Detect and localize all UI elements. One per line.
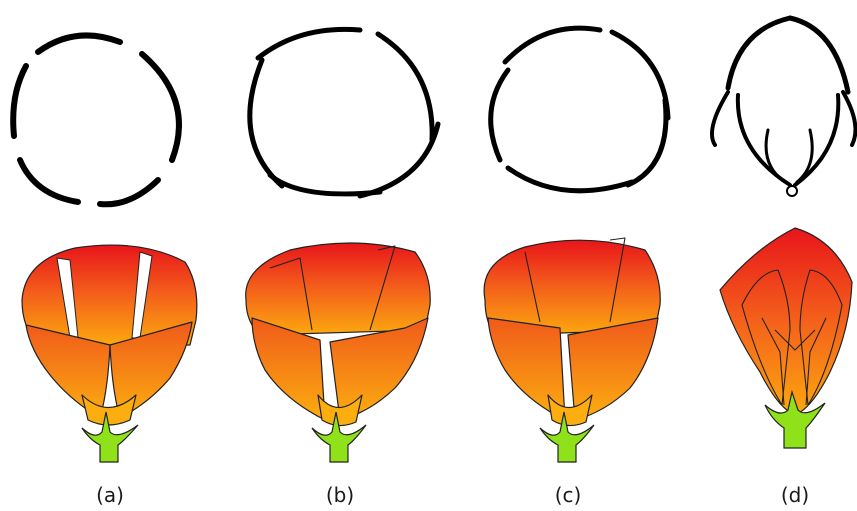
floral-diagram-a: [10, 32, 182, 208]
panel-d: [710, 15, 857, 449]
petal-edge: [524, 251, 541, 323]
petal-arc: [267, 172, 383, 197]
petal-arc: [35, 32, 123, 55]
petal-arc: [375, 31, 435, 143]
petal-edge: [369, 245, 396, 331]
petal-arc: [139, 51, 182, 163]
panel-a: [10, 32, 198, 463]
petal-wing-left: [741, 269, 791, 406]
sepal-calyx: [311, 411, 367, 463]
petal-keel-edge: [774, 329, 816, 351]
flower-c: [483, 237, 661, 463]
sepal-calyx: [764, 389, 826, 449]
petal-front-left: [251, 317, 326, 421]
panel-b-label: (b): [325, 483, 355, 507]
petal-back: [245, 242, 431, 336]
petal-arc-standard: [725, 15, 851, 95]
petal-base: [547, 394, 593, 427]
petal-arc: [505, 165, 635, 194]
petal-base: [317, 394, 363, 427]
petal-arc: [625, 97, 669, 188]
panel-c-label: (c): [554, 483, 582, 507]
petal-front-right: [567, 317, 659, 421]
petal-keel-edge: [761, 317, 785, 406]
floral-diagram-c: [488, 25, 671, 194]
petal-standard: [719, 227, 853, 416]
petal-arc-keel: [795, 128, 814, 184]
petal-arc-keel: [764, 128, 787, 184]
petal-arc: [17, 157, 81, 205]
axis-dot: [786, 185, 798, 197]
petal-arc: [841, 90, 857, 147]
petal-edge: [609, 237, 626, 323]
petal-wing-right: [799, 269, 843, 406]
petal-arc: [247, 57, 285, 189]
sepal-calyx: [81, 411, 139, 463]
petal-arc: [488, 67, 511, 163]
petal-keel-edge: [805, 317, 827, 406]
petal-arc: [255, 26, 363, 61]
floral-diagram-d: [710, 15, 857, 197]
petal-arc: [10, 63, 29, 139]
flower-d: [719, 227, 853, 449]
sepal-calyx: [539, 411, 595, 463]
petal-arc: [735, 93, 792, 187]
petal-arc: [710, 90, 730, 147]
petal-front-right: [329, 317, 429, 421]
flower-a: [21, 244, 198, 463]
petal-front-left: [25, 324, 111, 419]
petal-arc: [357, 121, 441, 199]
panel-a-label: (a): [96, 483, 124, 507]
petal-base: [81, 394, 137, 426]
panel-b: [245, 26, 441, 463]
panel-c: [483, 25, 671, 463]
panel-d-label: (d): [780, 483, 810, 507]
floral-diagram-b: [247, 26, 441, 199]
flower-b: [245, 242, 431, 463]
petal-arc: [793, 93, 841, 187]
petal-edge: [269, 257, 313, 331]
petal-arc: [609, 29, 671, 121]
petal-front-right: [109, 321, 193, 419]
petal-arc: [502, 25, 603, 65]
petal-arc: [97, 177, 161, 208]
